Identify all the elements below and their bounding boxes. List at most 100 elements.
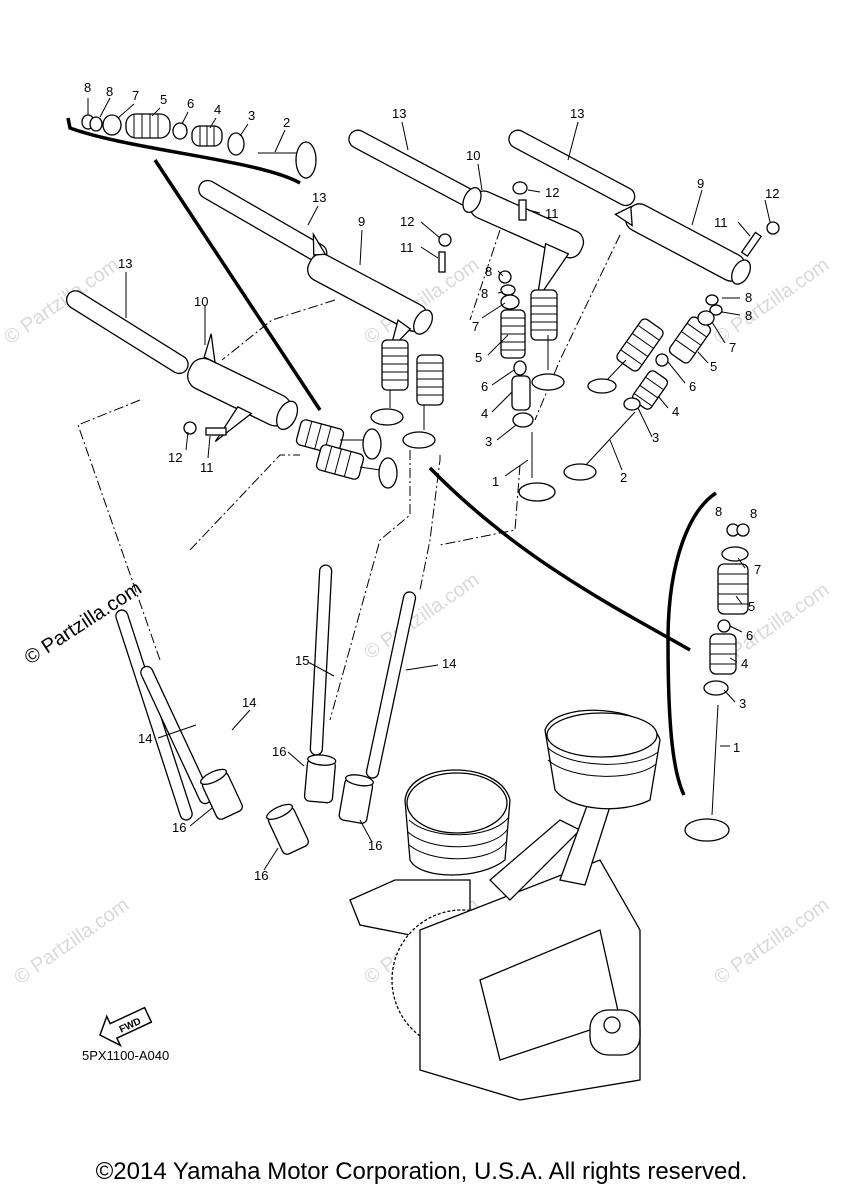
valve [370, 390, 404, 426]
valve-spring-outer [125, 113, 171, 139]
lock-nut [766, 221, 780, 235]
callout-3: 3 [652, 430, 659, 445]
spring-stack [381, 339, 409, 391]
callout-6: 6 [481, 379, 488, 394]
adjusting-screw [740, 231, 763, 258]
valve-keeper [705, 294, 719, 306]
callout-6: 6 [187, 96, 194, 111]
spring-retainer [721, 546, 749, 562]
callout-5: 5 [160, 92, 167, 107]
small-parts [81, 113, 780, 696]
callout-8: 8 [750, 506, 757, 521]
adjusting-screw [205, 427, 227, 436]
callout-16: 16 [254, 868, 268, 883]
callout-10: 10 [466, 148, 480, 163]
callout-12: 12 [168, 450, 182, 465]
callout-14: 14 [138, 731, 152, 746]
callout-14: 14 [242, 695, 256, 710]
spring-stack [616, 318, 664, 372]
valve-spring-outer [717, 563, 749, 615]
fwd-arrow-icon: FWD [99, 1006, 153, 1048]
leader-lines [87, 97, 771, 871]
copyright-notice: ©2014 Yamaha Motor Corporation, U.S.A. A… [95, 1158, 748, 1185]
valve [587, 359, 627, 394]
callout-labels: 8 8 7 5 6 4 3 2 13 13 13 13 10 12 11 9 1… [84, 80, 779, 883]
pushrod-14 [140, 665, 212, 805]
lock-nut [183, 421, 197, 435]
valves [258, 141, 730, 842]
valve-lifter [200, 768, 243, 820]
pushrod-13-d [65, 290, 189, 375]
valve-keeper [498, 270, 512, 284]
tappets [200, 754, 374, 855]
spring-retainer [102, 114, 122, 136]
lower-pushrods [115, 564, 417, 821]
callout-9: 9 [697, 176, 704, 191]
callout-13: 13 [392, 106, 406, 121]
rocker-arms [187, 187, 752, 443]
assembly-lines [77, 229, 621, 721]
callout-8: 8 [485, 264, 492, 279]
pushrod-group-13 [65, 129, 636, 375]
callout-8: 8 [84, 80, 91, 95]
pushrod-13-b [508, 129, 636, 207]
lock-nut [512, 181, 528, 195]
valve-keeper [500, 284, 516, 296]
callout-8: 8 [745, 308, 752, 323]
valve [518, 432, 556, 502]
callout-6: 6 [746, 628, 753, 643]
watermark-text: © Partzilla.com [0, 254, 123, 349]
callout-4: 4 [741, 656, 748, 671]
spring-stack [500, 309, 526, 359]
callout-2: 2 [620, 470, 627, 485]
callout-4: 4 [481, 406, 488, 421]
callout-8: 8 [745, 290, 752, 305]
valve-stem-seal [655, 353, 669, 367]
callout-14: 14 [442, 656, 456, 671]
piston-rear [544, 709, 661, 810]
callout-3: 3 [485, 434, 492, 449]
valve-stem-seal [172, 122, 188, 140]
callout-7: 7 [754, 562, 761, 577]
callout-16: 16 [272, 744, 286, 759]
spring-stack [295, 419, 345, 455]
callout-6: 6 [689, 379, 696, 394]
valve [402, 405, 436, 449]
callout-5: 5 [710, 359, 717, 374]
rocker-arm-10-left [187, 333, 299, 443]
callout-8: 8 [715, 504, 722, 519]
valve [531, 335, 565, 391]
rocker-arm-9-right [614, 203, 752, 285]
valve [684, 704, 730, 842]
valve-keeper [736, 523, 750, 537]
spring-stack [530, 289, 558, 341]
callout-12: 12 [545, 185, 559, 200]
callout-16: 16 [368, 838, 382, 853]
piston-front [404, 769, 511, 876]
callout-3: 3 [248, 108, 255, 123]
callout-13: 13 [118, 256, 132, 271]
valve-stem-seal [513, 360, 527, 376]
valve-spring-inner [191, 125, 223, 147]
callout-8: 8 [106, 84, 113, 99]
bracket-lines [66, 117, 717, 796]
callout-16: 16 [172, 820, 186, 835]
pushrod-13-a [348, 129, 476, 207]
spring-retainer [697, 310, 715, 326]
valve-keeper [89, 116, 103, 132]
diagram-code: 5PX1100-A040 [82, 1048, 169, 1063]
valve-lifter [266, 803, 309, 855]
valve-lifter [303, 754, 337, 804]
crankshaft-assembly [349, 709, 661, 1101]
callout-7: 7 [729, 340, 736, 355]
valve-spring-inner [709, 633, 737, 675]
valve-spring-inner [511, 375, 531, 411]
pushrod-14 [365, 591, 417, 779]
valve [563, 411, 636, 481]
adjusting-screw [438, 251, 446, 273]
pushrod-15 [309, 564, 333, 756]
valve-lifter [338, 774, 374, 824]
watermark-text: © Partzilla.com [10, 894, 133, 989]
spring-stack [416, 354, 444, 406]
